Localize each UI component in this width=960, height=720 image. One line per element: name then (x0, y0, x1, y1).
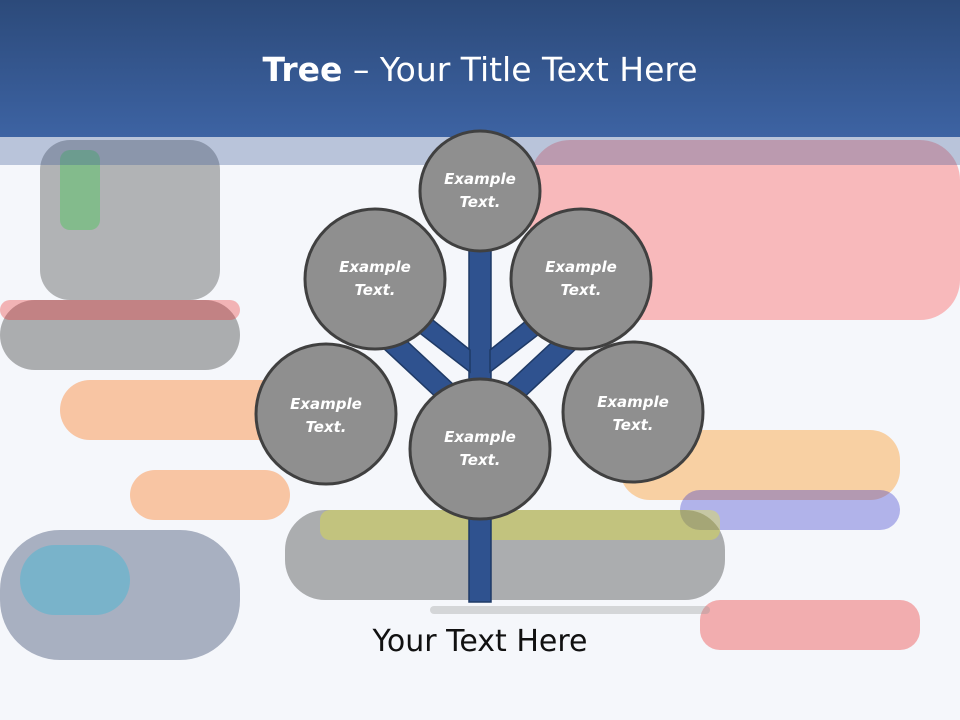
node-line1: Example (339, 258, 411, 276)
node-line2: Text. (459, 451, 501, 469)
node-line1: Example (597, 393, 669, 411)
node-center-circle (408, 377, 552, 521)
node-line2: Text. (459, 193, 501, 211)
caption-text: Your Text Here (372, 624, 588, 659)
node-top-circle (418, 129, 542, 253)
tree-nodes (254, 129, 705, 521)
title-bar (0, 0, 960, 137)
node-line1: Example (444, 428, 516, 446)
node-upper-right-circle (509, 207, 653, 351)
node-line1: Example (545, 258, 617, 276)
node-upper-left-circle (303, 207, 447, 351)
node-line1: Example (444, 170, 516, 188)
node-line2: Text. (305, 418, 347, 436)
node-line1: Example (290, 395, 362, 413)
node-lower-left-circle (254, 342, 398, 486)
title-bold: Tree (262, 50, 343, 89)
node-line2: Text. (354, 281, 396, 299)
slide-title: Tree – Your Title Text Here (0, 50, 960, 89)
node-line2: Text. (612, 416, 654, 434)
node-lower-right-circle (561, 340, 705, 484)
title-rest: – Your Title Text Here (342, 50, 698, 89)
node-line2: Text. (560, 281, 602, 299)
